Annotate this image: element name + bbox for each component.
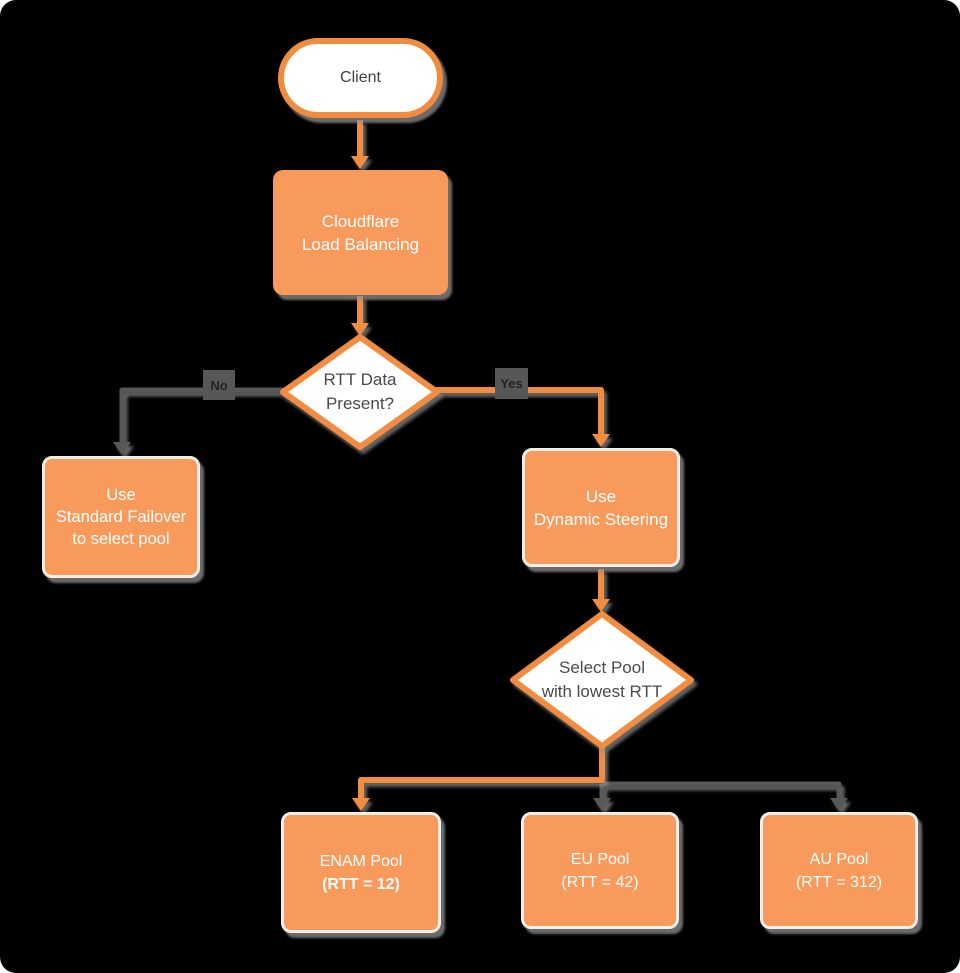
gray-connectors	[113, 387, 848, 811]
standard-failover-label: Use Standard Failover to select pool	[55, 486, 187, 548]
edge-to-au-line	[602, 781, 842, 799]
pool-rtt: (RTT = 42)	[561, 873, 639, 891]
orange-connectors	[351, 120, 610, 811]
pool-rtt: (RTT = 312)	[795, 873, 883, 891]
enam-pool-node: ENAM Pool (RTT = 12)	[281, 812, 441, 933]
decision-shapes	[280, 334, 694, 749]
yes-edge-label: Yes	[495, 368, 528, 399]
no-edge-label: No	[203, 370, 235, 400]
au-pool-text: AU Pool (RTT = 312)	[796, 848, 882, 894]
arrowhead-select-icon	[592, 599, 610, 612]
arrowhead-lb-decision-icon	[351, 323, 369, 336]
arrowhead-no-icon	[113, 442, 131, 455]
select-pool-label: Select Pool with lowest RTT	[541, 658, 663, 701]
cloudflare-label: Cloudflare Load Balancing	[301, 211, 420, 254]
arrowhead-enam-icon	[352, 798, 370, 811]
arrowhead-yes-icon	[592, 434, 610, 447]
eu-pool-text: EU Pool (RTT = 42)	[561, 848, 638, 894]
pool-rtt: (RTT = 12)	[322, 875, 400, 893]
client-node: Client	[278, 38, 443, 118]
edge-to-enam-line	[358, 747, 605, 798]
cloudflare-load-balancing-node: Cloudflare Load Balancing	[273, 170, 448, 295]
pool-name: ENAM Pool	[319, 852, 403, 870]
pool-name: AU Pool	[809, 850, 869, 868]
select-pool-diamond	[510, 611, 694, 749]
arrowhead-au-icon	[830, 798, 848, 811]
standard-failover-node: Use Standard Failover to select pool	[42, 456, 200, 578]
rtt-decision-label: RTT Data Present?	[323, 370, 397, 413]
client-label: Client	[340, 69, 381, 86]
enam-pool-text: ENAM Pool (RTT = 12)	[320, 850, 403, 896]
arrowhead-eu-icon	[593, 798, 611, 811]
dynamic-steering-label: Use Dynamic Steering	[533, 486, 669, 529]
pool-name: EU Pool	[570, 850, 630, 868]
dynamic-steering-node: Use Dynamic Steering	[522, 448, 680, 567]
rtt-decision-diamond	[280, 334, 440, 450]
au-pool-node: AU Pool (RTT = 312)	[760, 812, 918, 929]
arrowhead-client-lb-icon	[351, 156, 369, 169]
edge-yes-line	[436, 387, 604, 434]
eu-pool-node: EU Pool (RTT = 42)	[521, 812, 679, 929]
